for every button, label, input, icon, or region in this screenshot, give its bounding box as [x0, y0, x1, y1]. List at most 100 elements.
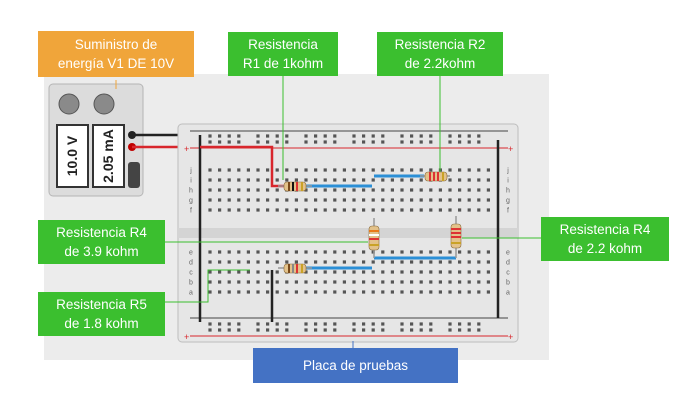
breadboard-hole[interactable]	[218, 322, 222, 326]
breadboard-hole[interactable]	[410, 260, 414, 264]
breadboard-hole[interactable]	[314, 328, 318, 332]
breadboard-hole[interactable]	[352, 168, 356, 172]
breadboard-hole[interactable]	[218, 328, 222, 332]
breadboard-hole[interactable]	[352, 188, 356, 192]
breadboard-hole[interactable]	[294, 168, 298, 172]
breadboard-hole[interactable]	[323, 140, 327, 144]
breadboard-hole[interactable]	[323, 250, 327, 254]
breadboard-hole[interactable]	[352, 260, 356, 264]
breadboard-hole[interactable]	[227, 140, 231, 144]
breadboard-hole[interactable]	[304, 168, 308, 172]
breadboard-hole[interactable]	[256, 178, 260, 182]
breadboard-hole[interactable]	[448, 260, 452, 264]
breadboard-hole[interactable]	[467, 322, 471, 326]
breadboard-hole[interactable]	[400, 290, 404, 294]
current-knob[interactable]	[93, 93, 115, 115]
breadboard-hole[interactable]	[448, 290, 452, 294]
breadboard-hole[interactable]	[314, 168, 318, 172]
breadboard-hole[interactable]	[304, 134, 308, 138]
breadboard-hole[interactable]	[371, 260, 375, 264]
breadboard-hole[interactable]	[218, 260, 222, 264]
breadboard-hole[interactable]	[237, 188, 241, 192]
breadboard-hole[interactable]	[256, 322, 260, 326]
breadboard-hole[interactable]	[314, 208, 318, 212]
breadboard-hole[interactable]	[256, 260, 260, 264]
breadboard-hole[interactable]	[208, 188, 212, 192]
breadboard-hole[interactable]	[323, 290, 327, 294]
breadboard-hole[interactable]	[275, 322, 279, 326]
breadboard-hole[interactable]	[381, 290, 385, 294]
breadboard-hole[interactable]	[362, 290, 366, 294]
breadboard-hole[interactable]	[477, 250, 481, 254]
breadboard-hole[interactable]	[237, 290, 241, 294]
breadboard-hole[interactable]	[419, 188, 423, 192]
breadboard-hole[interactable]	[256, 290, 260, 294]
breadboard-hole[interactable]	[438, 208, 442, 212]
breadboard-hole[interactable]	[438, 290, 442, 294]
breadboard-hole[interactable]	[362, 168, 366, 172]
breadboard-hole[interactable]	[429, 168, 433, 172]
breadboard-hole[interactable]	[419, 280, 423, 284]
breadboard-hole[interactable]	[256, 208, 260, 212]
breadboard-hole[interactable]	[314, 280, 318, 284]
breadboard-hole[interactable]	[448, 178, 452, 182]
breadboard-hole[interactable]	[448, 168, 452, 172]
breadboard-hole[interactable]	[227, 134, 231, 138]
breadboard-hole[interactable]	[218, 198, 222, 202]
breadboard-hole[interactable]	[294, 290, 298, 294]
breadboard-hole[interactable]	[477, 168, 481, 172]
breadboard-hole[interactable]	[285, 280, 289, 284]
breadboard-hole[interactable]	[410, 322, 414, 326]
breadboard-hole[interactable]	[218, 270, 222, 274]
breadboard-hole[interactable]	[362, 270, 366, 274]
breadboard-hole[interactable]	[400, 140, 404, 144]
breadboard-hole[interactable]	[227, 322, 231, 326]
breadboard-hole[interactable]	[458, 328, 462, 332]
breadboard-hole[interactable]	[323, 208, 327, 212]
breadboard-hole[interactable]	[352, 134, 356, 138]
breadboard-hole[interactable]	[246, 260, 250, 264]
breadboard-hole[interactable]	[342, 260, 346, 264]
breadboard-hole[interactable]	[477, 322, 481, 326]
resistor-r5[interactable]	[278, 263, 312, 274]
breadboard-hole[interactable]	[342, 290, 346, 294]
resistor-r4-left[interactable]	[368, 218, 380, 258]
breadboard-hole[interactable]	[362, 322, 366, 326]
breadboard-hole[interactable]	[448, 328, 452, 332]
breadboard-hole[interactable]	[381, 134, 385, 138]
breadboard-hole[interactable]	[314, 322, 318, 326]
breadboard-hole[interactable]	[419, 290, 423, 294]
breadboard-hole[interactable]	[362, 198, 366, 202]
breadboard-hole[interactable]	[208, 134, 212, 138]
breadboard-hole[interactable]	[381, 250, 385, 254]
breadboard-hole[interactable]	[362, 328, 366, 332]
breadboard-hole[interactable]	[371, 208, 375, 212]
breadboard-hole[interactable]	[400, 260, 404, 264]
breadboard-hole[interactable]	[390, 198, 394, 202]
breadboard-hole[interactable]	[333, 198, 337, 202]
breadboard-hole[interactable]	[381, 280, 385, 284]
breadboard-hole[interactable]	[390, 250, 394, 254]
breadboard-hole[interactable]	[323, 322, 327, 326]
breadboard-hole[interactable]	[486, 270, 490, 274]
breadboard-hole[interactable]	[294, 208, 298, 212]
breadboard-hole[interactable]	[429, 290, 433, 294]
resistor-r1[interactable]	[278, 181, 312, 192]
breadboard-hole[interactable]	[218, 168, 222, 172]
breadboard-hole[interactable]	[419, 140, 423, 144]
breadboard-hole[interactable]	[486, 208, 490, 212]
breadboard-hole[interactable]	[285, 290, 289, 294]
breadboard-hole[interactable]	[237, 270, 241, 274]
breadboard-hole[interactable]	[266, 280, 270, 284]
breadboard-hole[interactable]	[419, 260, 423, 264]
breadboard-hole[interactable]	[419, 208, 423, 212]
breadboard-hole[interactable]	[256, 328, 260, 332]
breadboard-hole[interactable]	[429, 188, 433, 192]
breadboard-hole[interactable]	[208, 328, 212, 332]
breadboard-hole[interactable]	[256, 188, 260, 192]
breadboard-hole[interactable]	[266, 178, 270, 182]
breadboard-hole[interactable]	[208, 140, 212, 144]
breadboard-hole[interactable]	[294, 178, 298, 182]
breadboard-hole[interactable]	[486, 250, 490, 254]
breadboard-hole[interactable]	[400, 250, 404, 254]
